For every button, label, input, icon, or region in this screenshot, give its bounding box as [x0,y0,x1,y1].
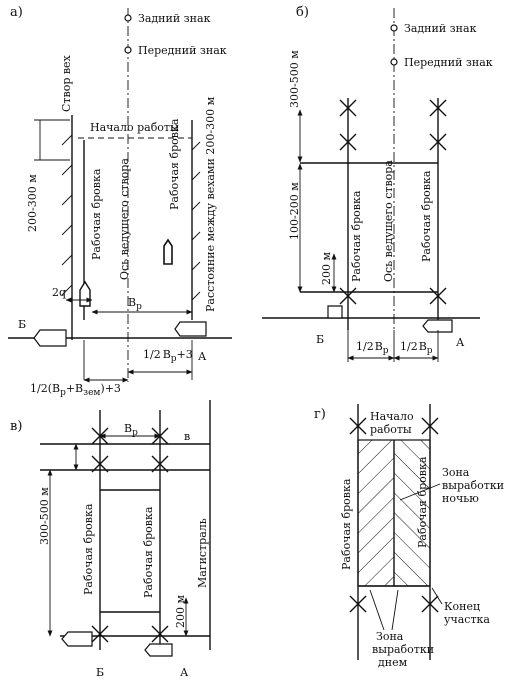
working-edge-left-v-label: Рабочая бровка [82,503,95,595]
buoy-markers-v [91,427,169,643]
width-label: Bр [128,296,142,312]
front-sign-b-label: Передний знак [404,56,493,69]
day-zone-hatch [358,440,394,586]
sum-formula-label: 1/2(Bр+Bзем)+3 [30,382,121,398]
panel-b-label: б) [296,5,309,20]
pipeline-v-right-icon [144,643,173,657]
pipeline-right-icon [174,321,207,337]
lead-axis-label: Ось ведущего створа [118,158,131,280]
dist-small-b-label: 200 м [320,252,333,285]
half-width-b1-label: 1/2Bр [356,340,389,356]
lead-axis-b-label: Ось ведущего створа [382,160,395,282]
front-sign-b-marker [390,58,398,66]
panel-a: а) Задний знак Передний знак Створ вех Н… [8,5,232,398]
work-start-g-2: работы [370,423,412,436]
dredge-b-icon [327,305,343,319]
bank-left-v-label: Б [96,666,104,679]
dredge-icon [163,238,173,265]
front-sign-label: Передний знак [138,44,227,57]
stakes-ticks [61,134,73,296]
pipeline-v-left-icon [61,631,93,647]
working-edge-left-g-label: Рабочая бровка [340,478,353,570]
rear-sign-b-marker [390,24,398,32]
night-zone-2: выработки [442,479,504,492]
right-edge-ticks [191,141,201,301]
stakes-alignment-label: Створ вех [60,54,73,112]
bank-right-v-label: А [180,666,189,679]
rear-sign-marker [124,14,132,22]
day-zone-3: днем [378,656,408,669]
pipeline-left-icon [33,329,67,347]
rear-sign-b-label: Задний знак [404,22,477,35]
bank-right-label: А [198,350,207,363]
width-top-v-label: Bр [124,422,138,438]
front-sign-marker [124,46,132,54]
work-start-label: Начало работы [90,121,179,134]
day-zone-2: выработки [372,643,434,656]
bank-left-label: Б [18,318,26,331]
working-edge-mid-v-label: Рабочая бровка [142,506,155,598]
section-end-1: Конец [444,600,480,613]
dist-small-v-label: 200 м [174,595,187,628]
dist-left-label: 200-300 м [26,174,39,232]
panel-g: г) Начало работы Зона выработки ночью Ра… [314,404,504,669]
dist-top-b-label: 300-500 м [288,50,301,108]
panel-v: в) Bр в 300-500 м Рабочая бровка Рабочая… [10,400,211,679]
rear-sign-label: Задний знак [138,12,211,25]
main-line-label: Магистраль [196,518,209,588]
pipeline-b-icon [422,319,453,333]
dredge-edge-icon [79,280,91,307]
section-end-2: участка [444,613,490,626]
working-edge-left-label: Рабочая бровка [90,168,103,260]
stake-spacing-label: Расстояние между вехами 200-300 м [204,96,217,312]
half-width-b2-label: 1/2Bр [400,340,433,356]
bank-left-b-label: Б [316,333,324,346]
night-zone-hatch [394,440,430,586]
buoy-markers-b [339,99,447,305]
night-zone-3: ночью [442,492,479,505]
working-edge-right-label: Рабочая бровка [168,118,181,210]
panel-g-label: г) [314,407,326,422]
panel-v-label: в) [10,419,22,434]
small-b-v-label: в [184,430,190,443]
bank-right-b-label: А [456,336,465,349]
two-q-label: 2q [52,286,66,299]
working-edge-right-b-label: Рабочая бровка [420,170,433,262]
work-start-g-1: Начало [370,410,414,423]
night-zone-1: Зона [442,466,470,479]
working-edge-left-b-label: Рабочая бровка [350,190,363,282]
panel-b: б) Задний знак Передний знак 300-500 м 1… [262,5,493,362]
dist-mid-b-label: 100-200 м [288,182,301,240]
panel-a-label: а) [10,5,23,20]
buoy-markers-g [349,417,439,613]
day-zone-1: Зона [376,630,404,643]
working-edge-right-g-label: Рабочая бровка [416,456,429,548]
dist-left-v-label: 300-500 м [38,487,51,545]
